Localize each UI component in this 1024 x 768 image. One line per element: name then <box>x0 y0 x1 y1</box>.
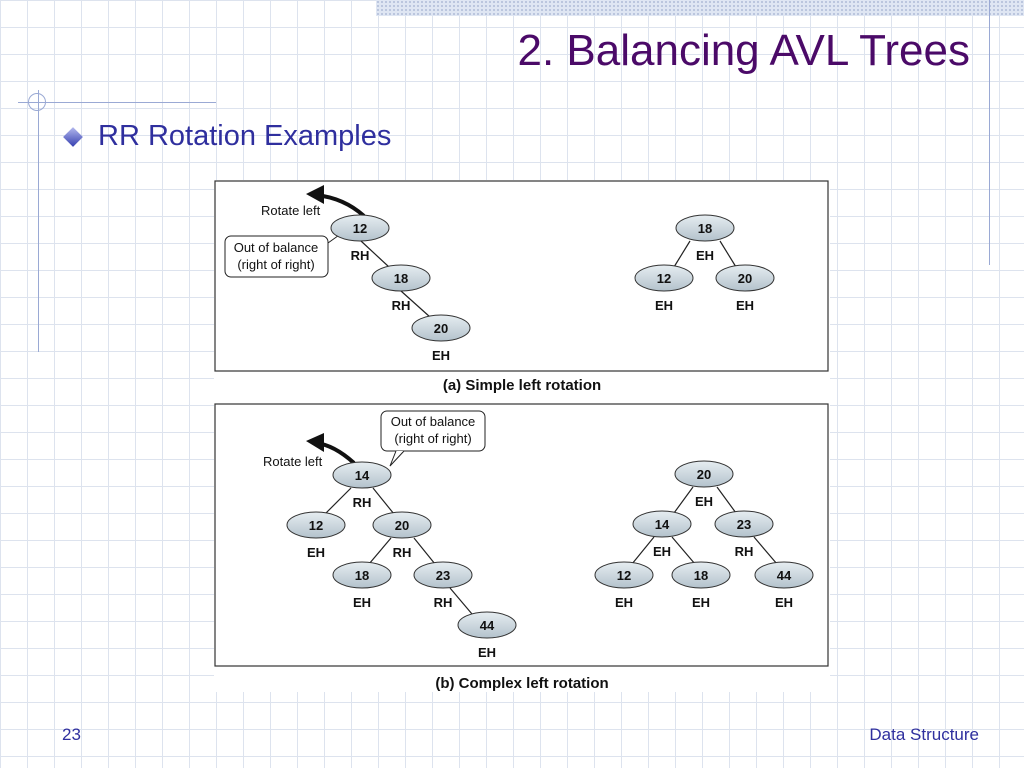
note-line2-b: (right of right) <box>394 431 471 446</box>
caption-b: (b) Complex left rotation <box>435 675 608 692</box>
caption-a: (a) Simple left rotation <box>443 377 601 394</box>
node-value: 18 <box>355 568 369 583</box>
tree-node: 18 EH <box>671 561 731 610</box>
balance-factor: EH <box>353 595 371 610</box>
node-value: 18 <box>694 568 708 583</box>
bullet-item: RR Rotation Examples <box>62 120 391 153</box>
balance-factor: EH <box>775 595 793 610</box>
node-value: 44 <box>480 618 495 633</box>
tree-node: 18 EH <box>332 561 392 610</box>
rotate-left-label-b: Rotate left <box>263 454 323 469</box>
tree-node: 12 EH <box>634 264 694 313</box>
bullet-text: RR Rotation Examples <box>98 120 392 152</box>
node-value: 23 <box>737 517 751 532</box>
header-band <box>376 0 1024 16</box>
balance-factor: EH <box>653 544 671 559</box>
balance-factor: RH <box>351 248 370 263</box>
panel-a-edges <box>360 240 737 318</box>
note-pointer-b <box>389 450 405 467</box>
tree-node: 23 RH <box>413 561 473 610</box>
balance-factor: EH <box>692 595 710 610</box>
balance-factor: EH <box>478 645 496 660</box>
tree-node: 20 RH <box>372 511 432 560</box>
tree-node: 14 EH <box>632 510 692 559</box>
rotation-diagram: Rotate left Out of balance (right of rig… <box>214 180 829 692</box>
out-of-balance-note-a <box>224 235 329 278</box>
balance-factor: RH <box>434 595 453 610</box>
out-of-balance-note-b <box>380 410 486 452</box>
balance-factor: EH <box>696 248 714 263</box>
avl-rotation-figure: Rotate left Out of balance (right of rig… <box>214 180 830 692</box>
diamond-bullet-icon <box>63 126 83 147</box>
decor-line-left <box>38 90 39 352</box>
balance-factor: EH <box>695 494 713 509</box>
node-value: 14 <box>655 517 670 532</box>
node-value: 12 <box>309 518 323 533</box>
node-value: 14 <box>355 468 370 483</box>
footer-course-name: Data Structure <box>869 725 979 744</box>
note-line1-b: Out of balance <box>391 414 476 429</box>
tree-node: 44 EH <box>754 561 814 610</box>
balance-factor: EH <box>432 348 450 363</box>
tree-node: 18 RH <box>371 264 431 313</box>
tree-node: 18 EH <box>675 214 735 263</box>
node-value: 12 <box>353 221 367 236</box>
node-value: 18 <box>698 221 712 236</box>
node-value: 20 <box>697 467 711 482</box>
panel-b-edges <box>324 486 778 615</box>
node-value: 12 <box>617 568 631 583</box>
node-value: 18 <box>394 271 408 286</box>
decor-line-top-left <box>18 102 216 103</box>
tree-node: 12 EH <box>286 511 346 560</box>
balance-factor: EH <box>736 298 754 313</box>
balance-factor: EH <box>615 595 633 610</box>
page-number: 23 <box>62 725 81 744</box>
node-value: 20 <box>738 271 752 286</box>
panel-a-frame <box>214 180 829 372</box>
tree-node: 20 EH <box>411 314 471 363</box>
tree-node: 12 EH <box>594 561 654 610</box>
note-line1-a: Out of balance <box>234 240 319 255</box>
tree-node: 44 EH <box>457 611 517 660</box>
balance-factor: RH <box>353 495 372 510</box>
node-value: 23 <box>436 568 450 583</box>
balance-factor: RH <box>392 298 411 313</box>
balance-factor: RH <box>393 545 412 560</box>
tree-node: 20 EH <box>715 264 775 313</box>
node-value: 20 <box>434 321 448 336</box>
panel-b-frame <box>214 403 829 667</box>
tree-node: 20 EH <box>674 460 734 509</box>
decor-circle <box>28 93 46 111</box>
slide-title: 2. Balancing AVL Trees <box>517 26 970 75</box>
balance-factor: RH <box>735 544 754 559</box>
balance-factor: EH <box>307 545 325 560</box>
tree-node: 14 RH <box>332 461 392 510</box>
note-line2-a: (right of right) <box>237 257 314 272</box>
tree-node: 23 RH <box>714 510 774 559</box>
tree-node: 12 RH <box>330 214 390 263</box>
arrow-head-icon-a <box>306 185 324 204</box>
decor-line-right <box>989 0 990 265</box>
node-value: 44 <box>777 568 792 583</box>
rotate-left-label-a: Rotate left <box>261 203 321 218</box>
node-value: 12 <box>657 271 671 286</box>
balance-factor: EH <box>655 298 673 313</box>
arrow-head-icon-b <box>306 433 324 452</box>
node-value: 20 <box>395 518 409 533</box>
